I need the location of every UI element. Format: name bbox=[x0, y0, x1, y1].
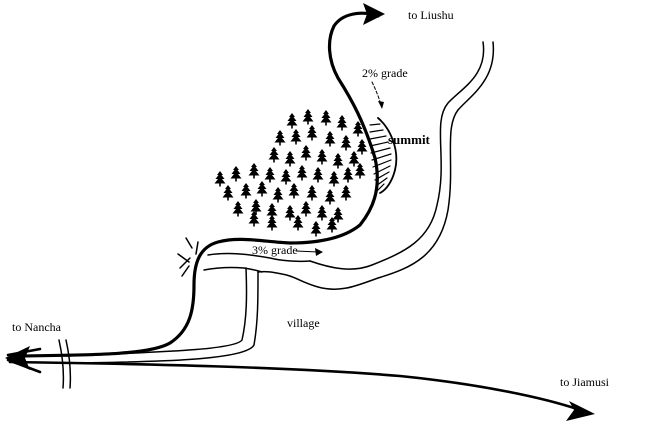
label-to-jiamusi: to Jiamusi bbox=[560, 375, 610, 389]
tree-icon bbox=[332, 153, 344, 169]
tree-icon bbox=[328, 171, 340, 187]
tree-icon bbox=[324, 189, 336, 205]
tree-icon bbox=[272, 187, 284, 203]
tree-icon bbox=[336, 115, 348, 131]
tree-icon bbox=[324, 131, 336, 147]
label-grade-lower: 3% grade bbox=[252, 243, 298, 257]
tree-icon bbox=[312, 167, 324, 183]
label-grade-upper: 2% grade bbox=[362, 66, 408, 80]
tree-icon bbox=[240, 183, 252, 199]
arrow-head-icon bbox=[363, 3, 385, 25]
tree-icon bbox=[286, 113, 298, 129]
tree-icon bbox=[320, 110, 332, 126]
tree-icon bbox=[290, 129, 302, 145]
tree-icon bbox=[340, 185, 352, 201]
tree-icon bbox=[232, 201, 244, 217]
tree-icon bbox=[296, 165, 308, 181]
tree-icon bbox=[284, 151, 296, 167]
tree-icon bbox=[300, 145, 312, 161]
tree-icon bbox=[248, 211, 260, 227]
grade-arrows bbox=[295, 81, 384, 256]
tree-icon bbox=[316, 149, 328, 165]
tree-icon bbox=[288, 183, 300, 199]
label-to-nancha: to Nancha bbox=[12, 320, 62, 334]
tree-icon bbox=[256, 181, 268, 197]
tree-icon bbox=[354, 163, 366, 179]
railway-line bbox=[18, 3, 385, 358]
tree-icon bbox=[342, 167, 354, 183]
tree-icon bbox=[268, 147, 280, 163]
tree-icon bbox=[340, 135, 352, 151]
tree-icon bbox=[222, 185, 234, 201]
hachure-slope-icon bbox=[369, 117, 398, 194]
tree-icon bbox=[348, 151, 360, 167]
main-road bbox=[5, 339, 595, 421]
tree-icon bbox=[230, 166, 242, 182]
village-road bbox=[65, 252, 311, 364]
label-summit: summit bbox=[388, 132, 431, 147]
tree-icon bbox=[306, 185, 318, 201]
tree-icon bbox=[250, 199, 262, 215]
label-village: village bbox=[287, 316, 320, 330]
tree-icon bbox=[274, 130, 286, 146]
tree-icon bbox=[284, 205, 296, 221]
tree-icon bbox=[310, 221, 322, 237]
tree-icon bbox=[302, 109, 314, 125]
tree-icon bbox=[306, 125, 318, 141]
tree-icon bbox=[214, 171, 226, 187]
tree-icon bbox=[300, 201, 312, 217]
forest bbox=[214, 109, 368, 237]
tree-icon bbox=[248, 163, 260, 179]
tree-icon bbox=[280, 169, 292, 185]
arrow-head-icon bbox=[5, 346, 30, 370]
label-to-liushu: to Liushu bbox=[408, 8, 454, 22]
arrow-head-icon bbox=[566, 401, 595, 421]
river bbox=[257, 41, 495, 290]
tree-icon bbox=[356, 139, 368, 155]
tree-icon bbox=[316, 205, 328, 221]
tree-icon bbox=[266, 215, 278, 231]
road-stubs bbox=[177, 237, 199, 277]
tree-icon bbox=[264, 167, 276, 183]
